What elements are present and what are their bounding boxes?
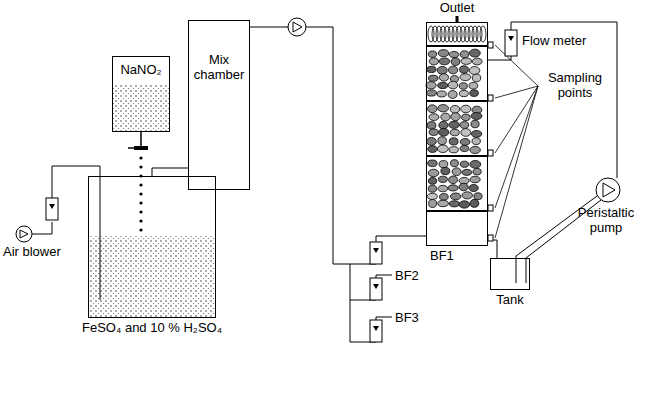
acid-solution	[89, 236, 215, 317]
support-plate	[426, 210, 488, 212]
part-label: Air blower	[3, 245, 61, 260]
mix-chamber: Mix chamber	[188, 20, 250, 190]
reagent-bottle: NaNO₂	[112, 56, 170, 132]
biofilter-column: BF1	[426, 22, 488, 246]
top-packing-coil	[428, 26, 486, 42]
air-pipe	[52, 166, 100, 300]
sampling-ports	[488, 42, 538, 241]
valve	[134, 146, 148, 150]
packing-media	[426, 49, 482, 208]
pipe-connector	[250, 27, 426, 264]
air-blower-symbol	[16, 226, 32, 242]
support-plate	[426, 100, 488, 102]
recirculation-tank: Tank	[490, 258, 530, 290]
support-plate	[426, 155, 488, 157]
pipe-connector	[488, 240, 497, 258]
part-label: Outlet	[440, 1, 475, 16]
node-label: BF1	[430, 249, 454, 264]
recirculation-pipe	[511, 22, 617, 178]
part-label: Peristaltic pump	[569, 206, 643, 236]
air-pipe	[32, 222, 52, 234]
part-label: BF2	[395, 269, 419, 284]
drip-tube	[140, 132, 142, 146]
pump-symbol	[288, 18, 306, 36]
node-label: Mix chamber	[192, 53, 246, 83]
support-plate	[426, 45, 488, 47]
drops	[139, 156, 142, 231]
valve-handle	[128, 147, 134, 149]
part-label: Sampling points	[542, 71, 608, 101]
part-label: Flow meter	[522, 34, 586, 49]
node-label: Tank	[496, 293, 523, 308]
node-label: NaNO₂	[120, 63, 161, 78]
flow-meters	[46, 30, 517, 342]
node-label: FeSO₄ and 10 % H₂SO₄	[82, 321, 222, 336]
acid-container: FeSO₄ and 10 % H₂SO₄	[88, 176, 216, 318]
part-label: BF3	[395, 311, 419, 326]
pipe-connector	[152, 168, 188, 176]
peristaltic-pump-symbol	[596, 178, 620, 202]
nitrite-solution	[113, 84, 169, 131]
